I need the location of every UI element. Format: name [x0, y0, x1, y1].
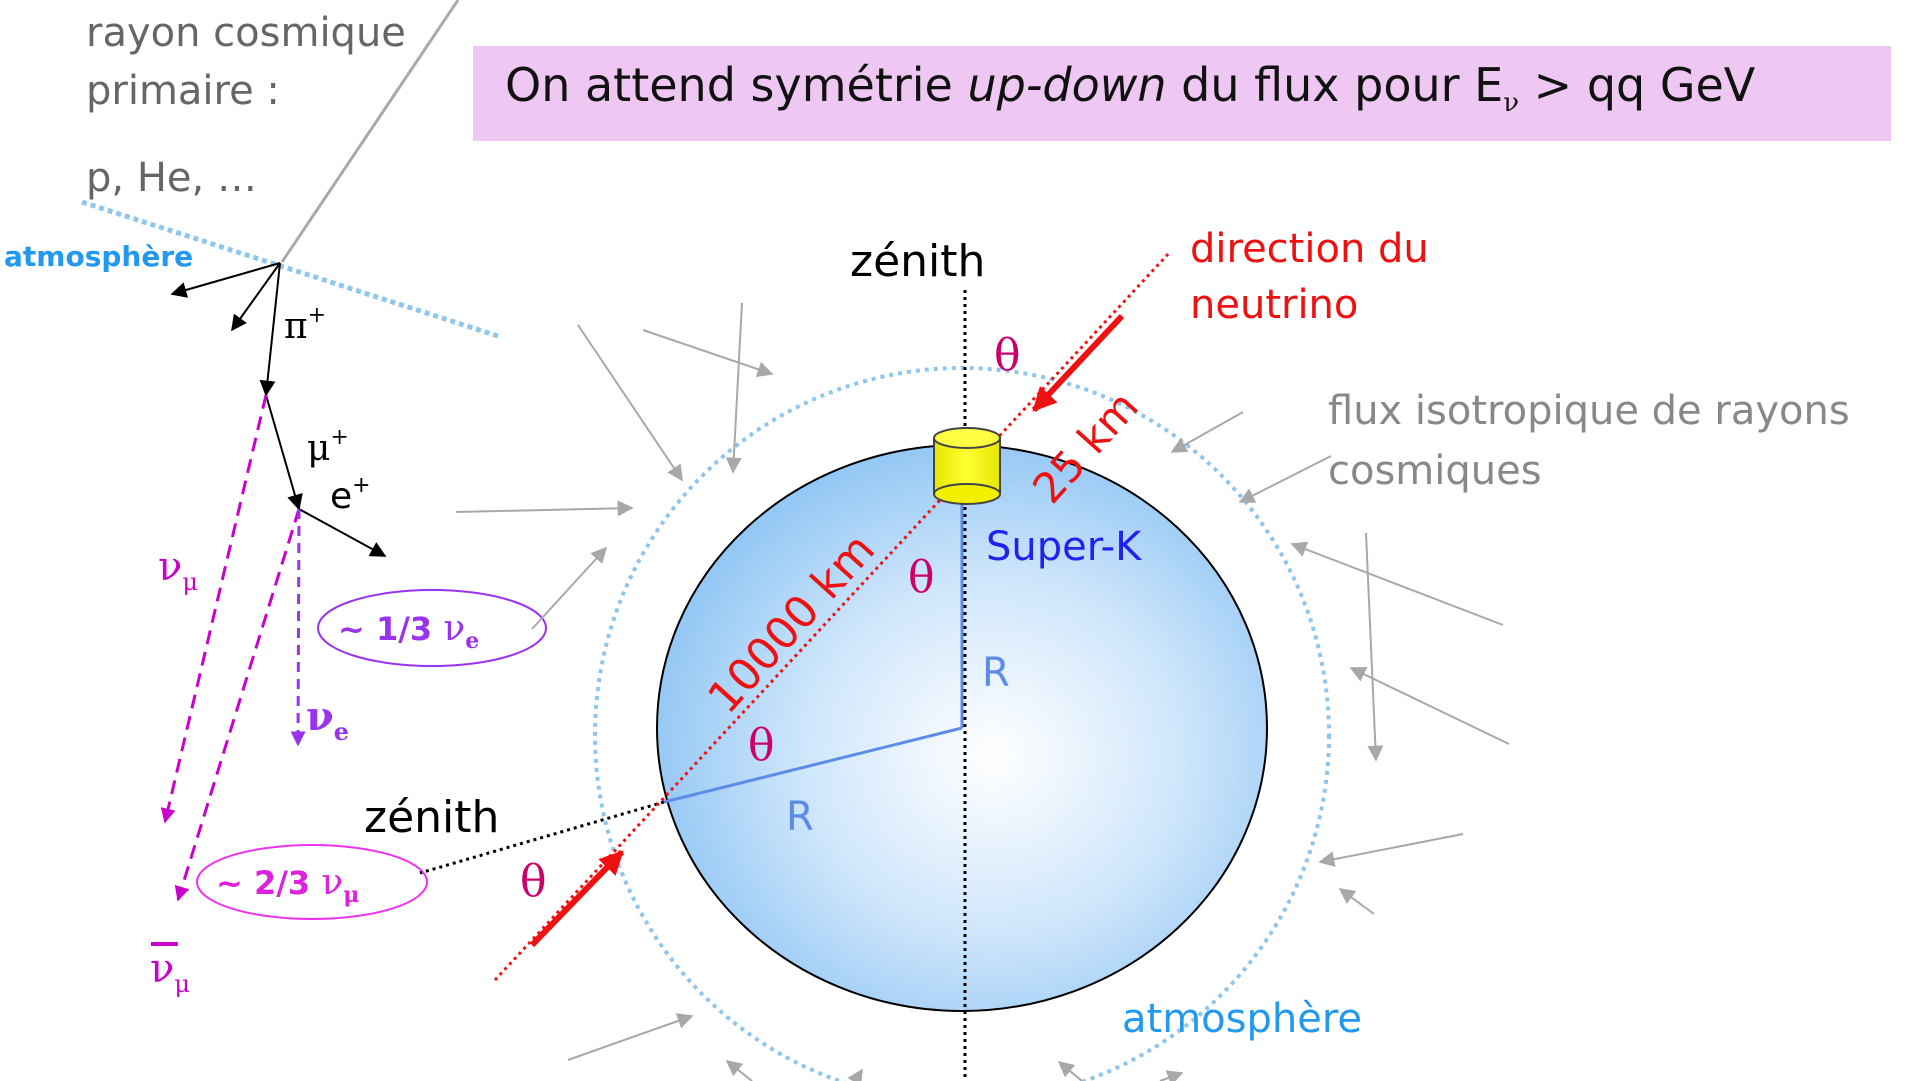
positron-arrow — [298, 508, 387, 557]
neutrino-arrow-bottom — [529, 849, 625, 948]
nu-mu-bar-label: νμ — [150, 946, 190, 998]
zenith-left-line — [419, 800, 665, 875]
zenith-top-label: zénith — [850, 236, 985, 287]
cosmic-ray-label-2: primaire : — [86, 68, 280, 114]
banner-italic: up-down — [967, 58, 1167, 112]
theta-top: θ — [994, 330, 1021, 381]
theta-bottom: θ — [520, 856, 547, 907]
cosmic-ray-shower — [81, 0, 547, 920]
direction-label-1: direction du — [1190, 226, 1429, 272]
theta-left: θ — [748, 720, 775, 771]
pion-label: π+ — [284, 303, 326, 347]
atmosphere-circle — [593, 366, 1331, 1081]
banner-background — [473, 46, 1891, 141]
atmosphere-label-left: atmosphère — [4, 240, 193, 273]
positron-label: e+ — [330, 473, 371, 517]
cosmic-ray-label-1: rayon cosmique — [86, 10, 406, 56]
primary-ray-line — [280, 0, 460, 263]
theta-center: θ — [908, 552, 935, 603]
flux-label-1: flux isotropique de rayons — [1328, 388, 1850, 434]
radius-label-vertical: R — [982, 650, 1010, 696]
muon-arrow — [265, 394, 303, 511]
nu-mu-arrow-2 — [174, 508, 301, 902]
muon-label: μ+ — [307, 425, 349, 469]
nu-mu-label: νμ — [158, 544, 198, 596]
super-k-label: Super-K — [986, 524, 1143, 570]
banner-suffix: du flux pour E — [1166, 58, 1504, 112]
nu-mu-arrow-1 — [160, 394, 268, 824]
neutrino-path-line — [493, 250, 1172, 982]
isotropic-flux-arrows — [455, 302, 1510, 1081]
banner-text: On attend symétrie up-down du flux pour … — [505, 58, 1755, 118]
particle-types-label: p, He, … — [86, 155, 257, 201]
direction-label-2: neutrino — [1190, 282, 1358, 328]
flux-label-2: cosmiques — [1328, 448, 1542, 494]
nu-e-arrow — [290, 508, 306, 747]
super-k-detector — [933, 427, 1001, 505]
pion-arrow — [259, 262, 281, 397]
zenith-left-label: zénith — [364, 792, 499, 843]
nu-e-label: νe — [306, 693, 349, 746]
banner-sub: ν — [1503, 88, 1520, 119]
nu-e-ratio-label: ~ 1/3 νe — [338, 608, 479, 654]
radius-slanted — [663, 726, 963, 804]
nu-mu-ratio-oval — [196, 844, 428, 920]
atmosphere-label-bottom: atmosphère — [1122, 996, 1362, 1042]
neutrino-arrow-top — [1031, 313, 1125, 413]
banner-prefix: On attend symétrie — [505, 58, 968, 112]
secondary-arrow-left — [170, 262, 281, 298]
banner-tail: > qq GeV — [1519, 58, 1756, 112]
secondary-arrow-down — [231, 262, 281, 332]
radius-label-slanted: R — [786, 794, 814, 840]
nu-e-ratio-oval — [317, 589, 547, 667]
nu-mu-ratio-label: ~ 2/3 νμ — [216, 862, 359, 908]
atmosphere-line-left — [81, 199, 499, 339]
